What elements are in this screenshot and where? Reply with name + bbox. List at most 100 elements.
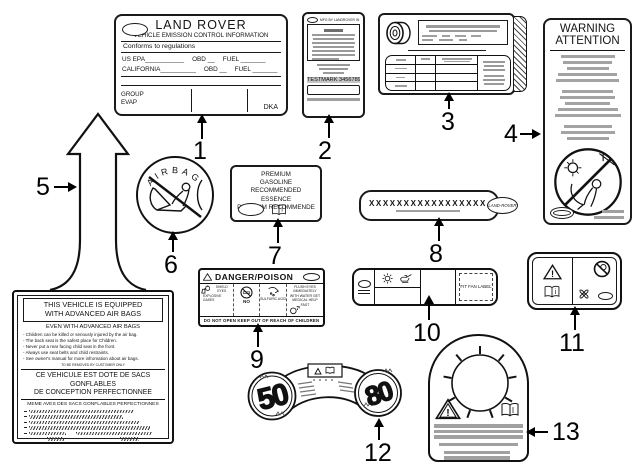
french-line1: CE VEHICULE EST DOTE DE SACS GONFLABLES [35,372,151,388]
part-number-label: XXXXXXXXXXXXXXXXX LAND-ROVER [359,190,518,221]
decorative-mark [47,437,64,441]
decorative-mark [482,79,506,81]
airbag-subtitle: EVEN WITH ADVANCED AIR BAGS [46,324,140,330]
decorative-mark [311,41,356,44]
logo-oval [307,17,318,23]
acid-hand-icon [267,287,279,297]
acid-cell: SULFURIC ACID [259,284,286,316]
decorative-mark [322,72,345,74]
no-text: NO [243,299,250,304]
fine-print-lines [307,64,360,74]
logo-oval [122,23,148,36]
decorative-mark [566,136,609,140]
tire-icon [386,21,411,45]
right-half [573,258,616,304]
serial-block: XXXXXXXXXXXXXXXXX [369,199,487,212]
callout-13: 13 [552,418,580,446]
group-text: GROUP [121,91,144,98]
decorative-mark [426,25,500,28]
callout-arrow-4 [520,129,541,139]
logo-oval [238,203,264,216]
text-block-2 [550,89,625,117]
decorative-mark [76,431,153,436]
fuel-text: PREMIUM GASOLINE RECOMMENDED ESSENCE PRE… [234,171,318,212]
ca-obd: OBD __ [203,66,227,73]
warning-text: WARNING [559,23,616,35]
decorative-mark [317,64,350,66]
emission-title: VEHICLE EMISSION CONTROL INFORMATION [133,32,269,39]
decorative-mark [434,435,523,439]
decorative-mark [557,107,618,111]
decorative-mark [324,29,343,32]
shield-eyes-text: SHIELD EYES [215,285,228,293]
gasoline-text: GASOLINE RECOMMENDED [250,179,302,195]
decorative-mark [560,54,615,58]
oval-mark [357,280,371,288]
decorative-mark [560,130,615,134]
attention-text: ATTENTION [555,35,620,48]
warning-triangle-icon: ! [542,263,562,280]
decorative-mark [559,95,616,99]
callout-arrow-3 [444,92,454,109]
us-epa: US EPA___________ [122,56,185,63]
decorative-mark [458,39,467,41]
decorative-mark [358,293,370,294]
decorative-mark [439,442,518,446]
decorative-mark [422,39,504,41]
decorative-mark [421,58,430,60]
warning-title: WARNING ATTENTION [550,23,625,51]
callout-arrow-2 [324,114,334,138]
callout-6: 6 [164,251,178,279]
fit-fan-text: FIT FAN LABEL [460,284,492,290]
blank-box [307,85,360,95]
ca-fuel: FUEL _______ [234,66,278,73]
decorative-mark [422,34,437,37]
sulfuric-acid-text: SULFURIC ACID [260,297,286,301]
danger-title: DANGER/POISON [215,271,294,282]
decorative-mark [484,83,504,85]
decorative-mark [422,39,434,41]
svg-text:!: ! [551,269,554,279]
essence-text: ESSENCE [260,195,292,203]
callout-arrow-8 [434,217,444,241]
decorative-mark [554,113,621,117]
group-row: GROUP EVAP DKA [121,89,281,112]
danger-footer: DO NOT OPEN KEEP OUT OF REACH OF CHILDRE… [200,316,323,323]
decorative-mark [443,61,470,63]
text-block-1 [550,54,625,82]
fan-arch-label: ! [428,334,529,462]
callout-1: 1 [193,137,207,165]
premium-text: PREMIUM [261,171,291,178]
decorative-mark [434,429,523,433]
land-rover-text: LAND-ROVER [488,203,517,208]
decorative-mark [29,426,151,430]
decorative-mark [24,421,27,423]
header-text-block [418,20,508,45]
callout-11: 11 [559,329,585,357]
decorative-mark [358,290,370,291]
us-epa-row: US EPA___________ OBD __ FUEL _______ [121,53,281,64]
explosion-flask-icon [201,285,211,294]
callout-9: 9 [250,346,264,374]
danger-header: DANGER/POISON [200,270,323,283]
icons-cell [375,270,421,304]
decorative-mark [483,75,505,77]
callout-arrow-12 [374,418,384,440]
us-obd: OBD __ [192,56,215,63]
svg-text:i: i [555,289,557,296]
testmark-text: TESTMARK 3456789 0 [307,77,360,83]
us-fuel: FUEL _______ [222,56,266,63]
coolant-sun-icon [382,273,393,284]
fine-print-block [307,24,360,61]
title-line2: WITH ADVANCED AIR BAGS [44,308,142,318]
callout-10: 10 [413,319,441,347]
decorative-mark [191,89,193,112]
warning-triangle-icon [203,272,212,281]
decorative-mark [395,59,406,61]
callout-arrow-9 [253,323,263,347]
decorative-mark [439,39,453,41]
decorative-mark [247,89,249,112]
decorative-mark [562,60,613,64]
decorative-mark [396,76,405,79]
evap-text: EVAP [121,99,138,107]
